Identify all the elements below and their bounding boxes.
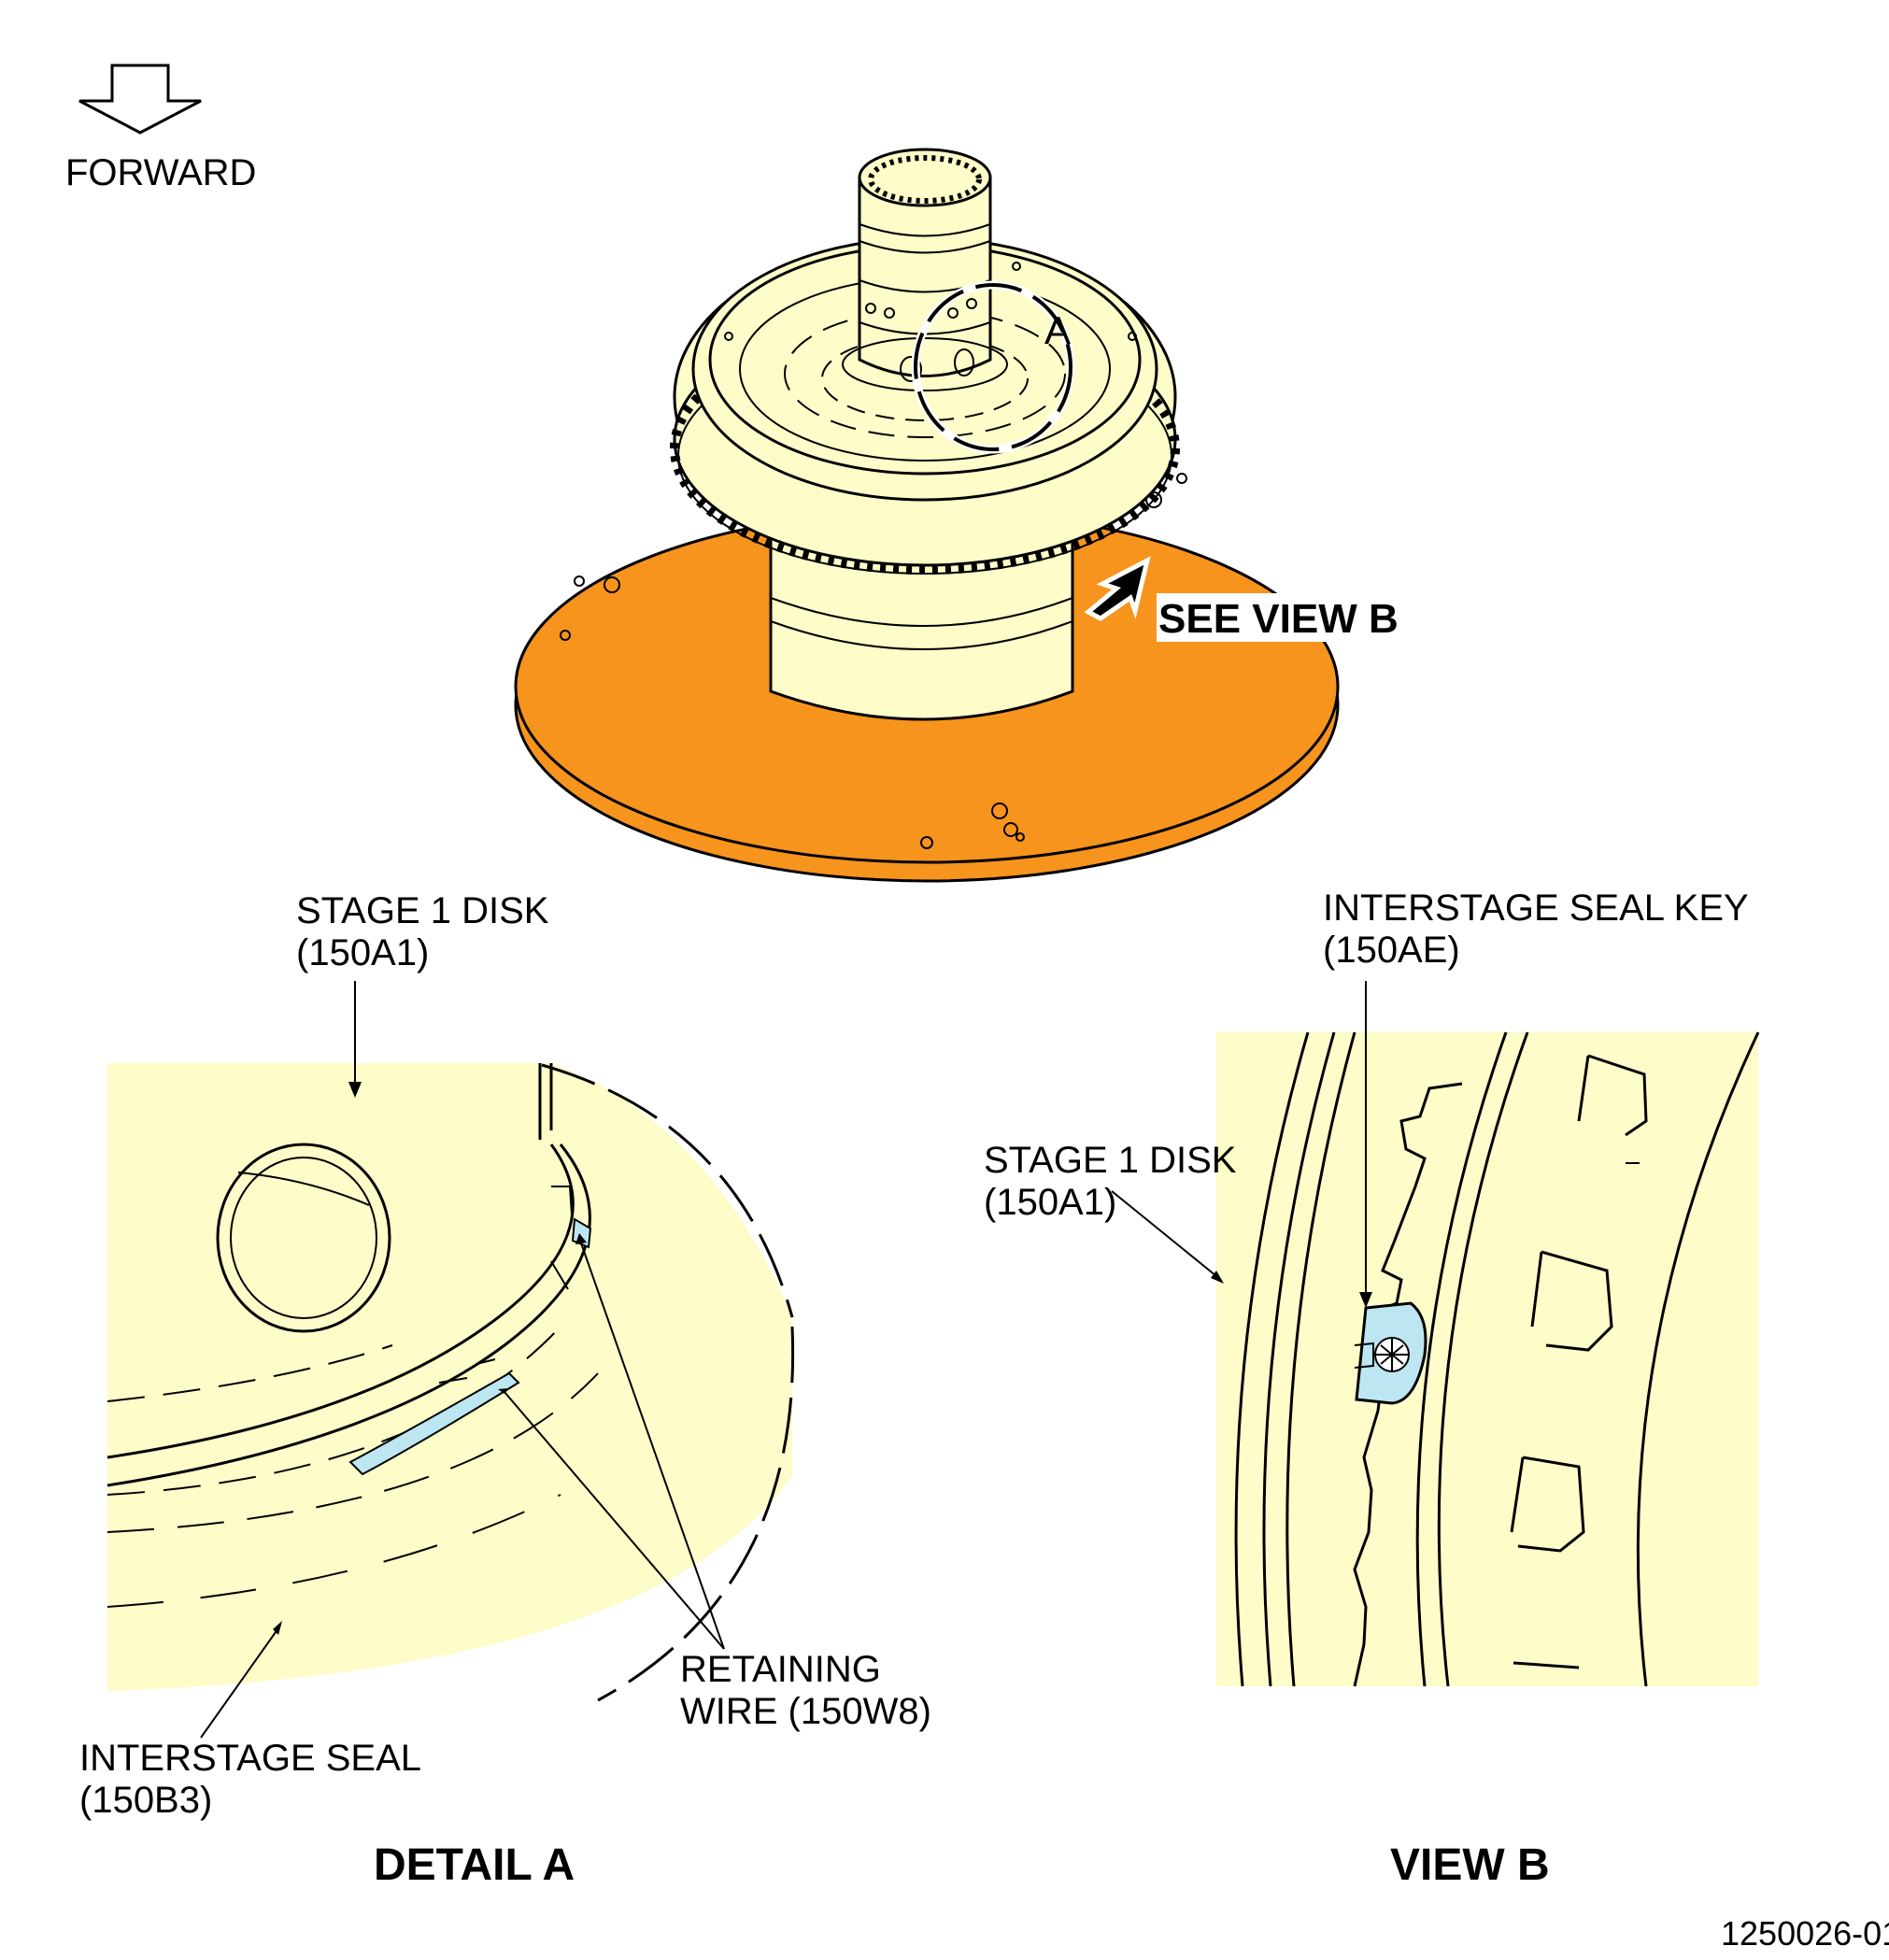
view-b-view xyxy=(1216,1031,1760,1687)
view-b-stage1-disk-line2: (150A1) xyxy=(984,1182,1116,1223)
detail-a-stage1-disk-line2: (150A1) xyxy=(296,932,429,973)
detail-a-leaders xyxy=(200,981,725,1739)
seal-key-line2: (150AE) xyxy=(1323,930,1460,971)
retaining-wire-line2: WIRE (150W8) xyxy=(680,1691,931,1732)
seal-key-line1: INTERSTAGE SEAL KEY xyxy=(1323,888,1749,929)
retaining-wire-line1: RETAINING xyxy=(680,1649,881,1690)
seal-key-part xyxy=(1354,1301,1427,1405)
forward-label: FORWARD xyxy=(65,152,256,193)
interstage-seal-line2: (150B3) xyxy=(79,1780,212,1821)
see-view-arrow-icon xyxy=(1084,556,1151,621)
view-b-title: VIEW B xyxy=(1390,1840,1550,1890)
detail-a-title: DETAIL A xyxy=(374,1840,575,1890)
interstage-seal-line1: INTERSTAGE SEAL xyxy=(79,1738,421,1779)
detail-marker: A xyxy=(1044,308,1071,352)
shaft xyxy=(842,148,1008,391)
main-assembly: A SEE VIEW B xyxy=(514,148,1399,883)
see-view-label: SEE VIEW B xyxy=(1158,596,1399,642)
detail-a-view xyxy=(107,1063,795,1702)
figure-id: 1250026-01 xyxy=(1721,1914,1889,1953)
detail-a-stage1-disk-line1: STAGE 1 DISK xyxy=(296,890,549,931)
forward-arrow-icon xyxy=(78,64,202,135)
view-b-leaders xyxy=(1111,981,1372,1308)
view-b-stage1-disk-line1: STAGE 1 DISK xyxy=(984,1140,1237,1181)
lower-drum xyxy=(769,535,1074,721)
